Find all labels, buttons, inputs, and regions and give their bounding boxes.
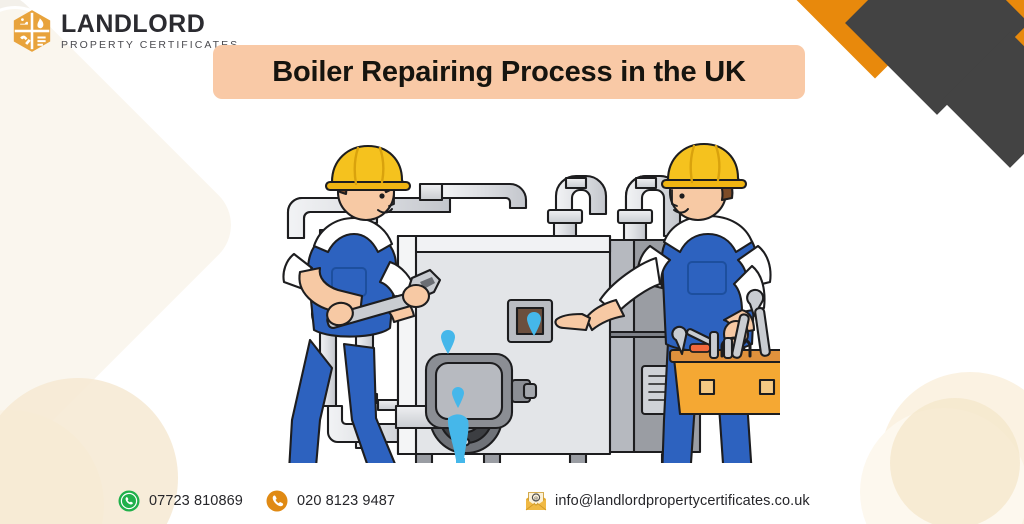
contact-phone[interactable]: 020 8123 9487 xyxy=(266,490,395,512)
page-title: Boiler Repairing Process in the UK xyxy=(272,55,746,88)
whatsapp-number: 07723 810869 xyxy=(149,493,243,509)
contact-email[interactable]: @ info@landlordpropertycertificates.co.u… xyxy=(524,490,810,512)
phone-icon xyxy=(266,490,288,512)
decor-top-bar xyxy=(812,0,1024,6)
email-address: info@landlordpropertycertificates.co.uk xyxy=(555,493,810,509)
brand-logo-text: LANDLORD PROPERTY CERTIFICATES xyxy=(61,9,240,51)
email-icon: @ xyxy=(524,490,547,512)
phone-number: 020 8123 9487 xyxy=(297,493,396,509)
decor-diamond-orange-1 xyxy=(791,0,959,79)
page-title-banner: Boiler Repairing Process in the UK xyxy=(213,45,805,99)
svg-text:@: @ xyxy=(534,495,539,501)
decor-left-rotated-square xyxy=(0,0,249,459)
boiler-repair-illustration xyxy=(270,118,802,506)
brand-tagline: PROPERTY CERTIFICATES xyxy=(61,38,240,51)
decor-diamond-dark-1 xyxy=(845,0,1024,115)
footer-contact-bar: 07723 810869 020 8123 9487 @ xyxy=(0,484,1024,524)
decor-diamond-orange-2 xyxy=(929,0,1024,79)
brand-logo[interactable]: LANDLORD PROPERTY CERTIFICATES xyxy=(12,9,239,53)
contact-whatsapp[interactable]: 07723 810869 xyxy=(118,490,243,512)
whatsapp-icon xyxy=(118,490,140,512)
decor-diamond-dark-2 xyxy=(942,32,1024,168)
brand-name: LANDLORD xyxy=(61,9,206,38)
decor-left-rotated-square-back xyxy=(0,0,231,443)
hexagon-property-certificates-icon xyxy=(12,9,52,53)
